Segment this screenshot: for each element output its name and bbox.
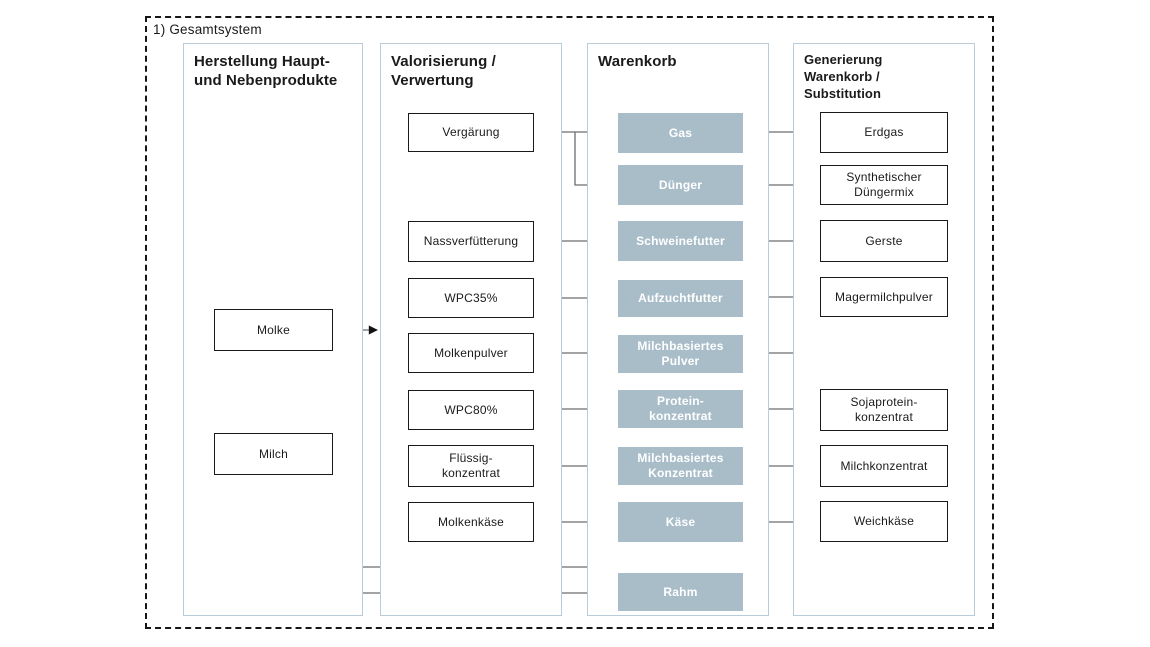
node-milchbasiertes-pulver: Milchbasiertes Pulver: [618, 335, 743, 373]
panel-header-valorisierung: Valorisierung / Verwertung: [391, 53, 496, 90]
node-gerste: Gerste: [820, 220, 948, 262]
system-boundary-frame: [145, 16, 994, 629]
node-milch: Milch: [214, 433, 333, 475]
node-molke: Molke: [214, 309, 333, 351]
node-proteinkonzentrat: Protein- konzentrat: [618, 390, 743, 428]
diagram-title: 1) Gesamtsystem: [153, 22, 262, 37]
node-gas: Gas: [618, 113, 743, 153]
node-milchbasiertes-konzentrat: Milchbasiertes Konzentrat: [618, 447, 743, 485]
node-fluessigkonzentrat: Flüssig- konzentrat: [408, 445, 534, 487]
node-sojaprotein: Sojaprotein- konzentrat: [820, 389, 948, 431]
node-rahm: Rahm: [618, 573, 743, 611]
panel-header-herstellung: Herstellung Haupt- und Nebenprodukte: [194, 53, 338, 90]
node-duengermix: Synthetischer Düngermix: [820, 165, 948, 205]
node-kaese: Käse: [618, 502, 743, 542]
node-wpc80: WPC80%: [408, 390, 534, 430]
node-aufzuchtfutter: Aufzuchtfutter: [618, 280, 743, 317]
panel-header-generierung: Generierung Warenkorb / Substitution: [804, 52, 883, 101]
panel-header-warenkorb: Warenkorb: [598, 53, 677, 70]
node-weichkaese: Weichkäse: [820, 501, 948, 542]
node-milchkonzentrat: Milchkonzentrat: [820, 445, 948, 487]
node-duenger: Dünger: [618, 165, 743, 205]
node-magermilchpulver: Magermilchpulver: [820, 277, 948, 317]
node-molkenkaese: Molkenkäse: [408, 502, 534, 542]
node-erdgas: Erdgas: [820, 112, 948, 153]
node-molkenpulver: Molkenpulver: [408, 333, 534, 373]
node-wpc35: WPC35%: [408, 278, 534, 318]
node-schweinefutter: Schweinefutter: [618, 221, 743, 261]
node-nassverfuetterung: Nassverfütterung: [408, 221, 534, 262]
node-vergaerung: Vergärung: [408, 113, 534, 152]
